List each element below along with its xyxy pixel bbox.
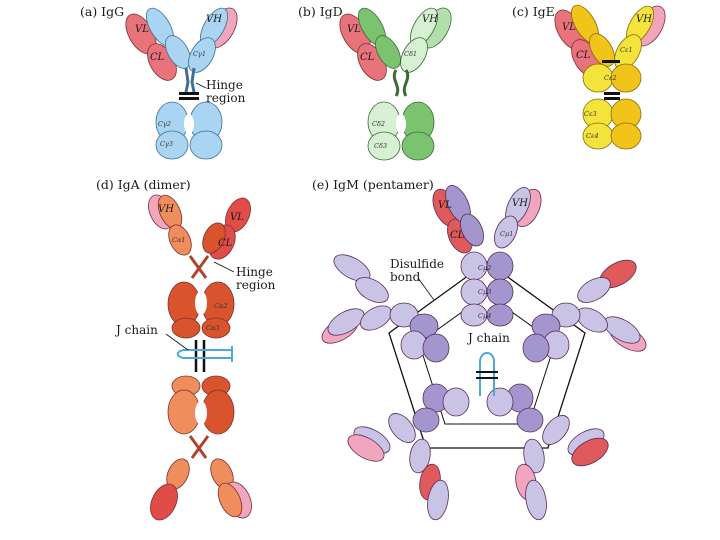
panel-title-igm: (e) IgM (pentamer) <box>312 177 434 192</box>
panel-title-igd: (b) IgD <box>298 4 343 19</box>
igg-disulfide-2 <box>179 97 199 100</box>
ige-ch4-label: Cε4 <box>586 132 599 140</box>
igm-disulfide-label-2: bond <box>390 270 421 284</box>
iga-ch2-label: Cα2 <box>214 302 228 310</box>
panel-title-ige: (c) IgE <box>512 4 555 19</box>
ige-ch3-label: Cε3 <box>584 110 597 118</box>
ige-vh-label: VH <box>636 14 652 25</box>
igd-ch1-label: Cδ1 <box>404 50 417 58</box>
igg-vh-label: VH <box>206 14 222 25</box>
igd-vh-label: VH <box>422 14 438 25</box>
igm-disulfide-label-1: Disulfide <box>390 257 444 271</box>
igd-fc-region <box>368 102 434 160</box>
iga-vh-label: VH <box>158 204 174 215</box>
iga-hinge-label-2: region <box>236 278 276 292</box>
igg-disulfide-1 <box>179 92 199 95</box>
ige-ch1-label: Cε1 <box>620 46 633 54</box>
igd-cl-label: CL <box>360 52 375 63</box>
igd-ch2-label: Cδ2 <box>372 120 385 128</box>
iga-vl-label: VL <box>230 212 244 223</box>
igm-ch3-label: Cμ3 <box>478 288 491 296</box>
iga-lower-arms <box>145 455 257 524</box>
ige-disulfide-1 <box>602 60 620 63</box>
igg-ch3-label: Cγ3 <box>160 140 173 148</box>
igg-cl-label: CL <box>150 52 165 63</box>
igm-ch2-label: Cμ2 <box>478 264 491 272</box>
igm-vh-label: VH <box>512 198 528 209</box>
ige-vl-label: VL <box>562 22 576 33</box>
igm-ch4-label: Cμ4 <box>478 312 491 320</box>
panel-ige: (c) IgE VL VH CL Cε1 Cε2 Cε3 Cε4 <box>512 1 671 149</box>
iga-hinge-label-1: Hinge <box>236 265 273 279</box>
panel-title-iga: (d) IgA (dimer) <box>96 177 191 192</box>
iga-ch3-label: Cα3 <box>206 324 220 332</box>
iga-upper-fc <box>168 282 234 338</box>
iga-ch1-label: Cα1 <box>172 236 186 244</box>
igd-vl-label: VL <box>347 24 361 35</box>
igg-ch1-label: Cγ1 <box>193 50 206 58</box>
ige-cl-label: CL <box>576 50 591 61</box>
ige-ch2-label: Cε2 <box>604 74 617 82</box>
igd-hinge <box>394 70 407 96</box>
igg-hinge <box>186 68 194 92</box>
igg-hinge-label-1: Hinge <box>206 78 243 92</box>
igg-left-arm <box>120 4 196 86</box>
iga-lower-fc <box>168 376 234 434</box>
panel-title-igg: (a) IgG <box>80 4 124 19</box>
igm-monomer-right-upper <box>523 254 650 362</box>
iga-cl-label: CL <box>218 238 233 249</box>
panel-igd: (b) IgD VL VH CL Cδ1 Cδ2 Cδ3 <box>298 3 457 160</box>
igd-ch3-label: Cδ3 <box>374 142 387 150</box>
iga-jchain-label: J chain <box>114 323 158 337</box>
iga-upper-arms <box>143 191 255 263</box>
panel-igg: (a) IgG VL VH CL Cγ1 Cγ2 Cγ3 Hinge <box>80 3 246 159</box>
panel-iga: (d) IgA (dimer) <box>96 177 276 524</box>
igm-cl-label: CL <box>450 230 465 241</box>
igm-ch1-label: Cμ1 <box>500 230 513 238</box>
igg-ch2-label: Cγ2 <box>158 120 171 128</box>
igg-vl-label: VL <box>135 24 149 35</box>
ige-right-arm <box>609 1 671 74</box>
igg-hinge-label-2: region <box>206 91 246 105</box>
igg-fc-region <box>156 102 222 159</box>
igm-monomer-left-lower <box>344 384 469 521</box>
igm-monomer-right-lower <box>487 384 613 521</box>
igm-vl-label: VL <box>438 200 452 211</box>
igm-j-chain <box>476 353 498 396</box>
panel-igm: (e) IgM (pentamer) <box>312 177 650 521</box>
igm-jchain-label: J chain <box>466 331 510 345</box>
iga-j-chain <box>178 340 232 372</box>
